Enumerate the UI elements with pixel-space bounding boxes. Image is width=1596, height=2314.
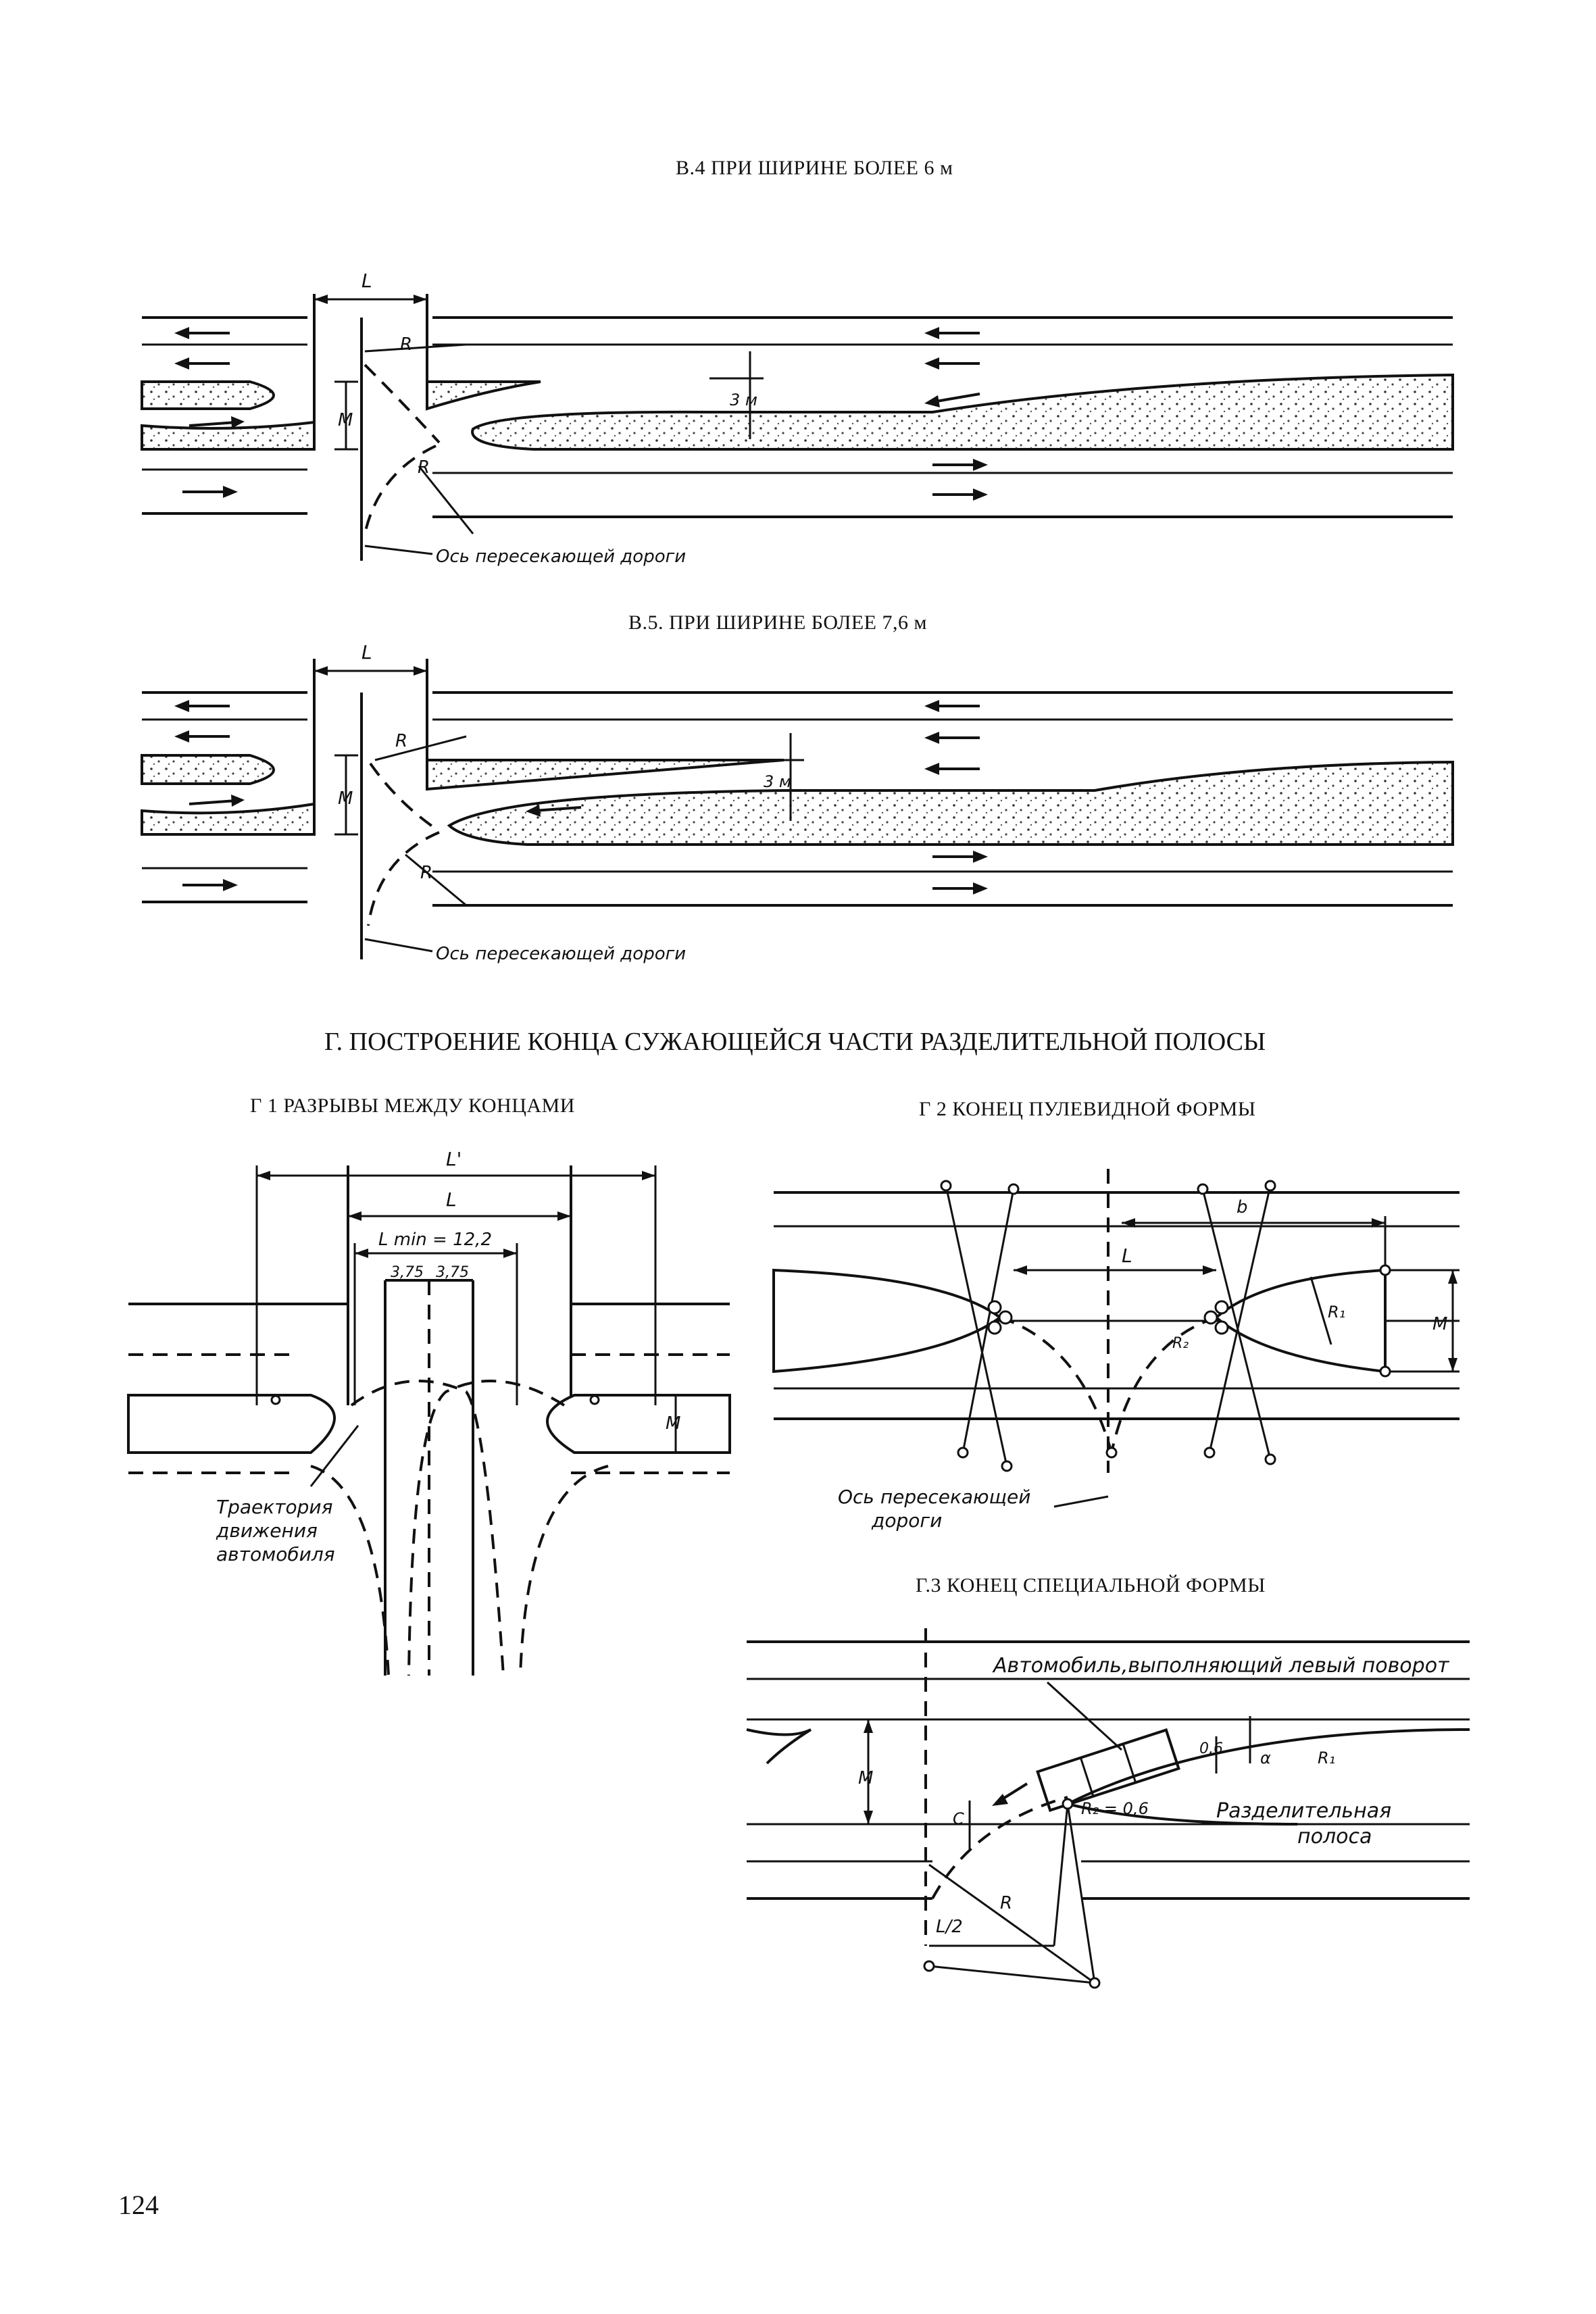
g2-dim-b: b: [1237, 1197, 1248, 1217]
g3-road-lines: [747, 1628, 1470, 1946]
b5-R-lower: R: [420, 863, 432, 883]
g3-car-label: Автомобиль,выполняющий левый поворот: [992, 1654, 1450, 1678]
g3-dim-06: 0,6: [1199, 1740, 1223, 1757]
g2-axis-label-1: Ось пересекающей: [838, 1486, 1030, 1508]
page-number: 124: [118, 2190, 159, 2220]
b4-right-upper-island: [426, 380, 541, 411]
g1-trajectory-label-2: движения: [216, 1519, 318, 1542]
section-heading: Г. ПОСТРОЕНИЕ КОНЦА СУЖАЮЩЕЙСЯ ЧАСТИ РАЗ…: [324, 1028, 1266, 1056]
b5-traffic-arrows: [174, 700, 988, 895]
b5-left-lower-island: [141, 802, 316, 836]
g3-median-label-1: Разделительная: [1216, 1799, 1391, 1823]
g2-R2: R₂: [1172, 1335, 1189, 1352]
g2-R1: R₁: [1328, 1303, 1345, 1322]
g1-dim-w2: 3,75: [436, 1264, 469, 1281]
b5-axis-label: Ось пересекающей дороги: [436, 944, 686, 964]
b4-dim-L: L: [361, 270, 372, 292]
g1-left-island: [127, 1394, 336, 1454]
g1-dim-L: L: [446, 1188, 457, 1211]
g3-vehicle: [1036, 1728, 1180, 1812]
g2-dim-M: M: [1432, 1314, 1447, 1334]
b4-three-m: 3 м: [730, 391, 757, 409]
b4-left-upper-island: [141, 380, 275, 410]
b5-dim-L: L: [361, 641, 372, 663]
g3-median-label-2: полоса: [1297, 1825, 1372, 1848]
g3-dim-C: C: [953, 1809, 964, 1828]
g3-median-edge: [1067, 1728, 1470, 1805]
g3-R2-label: R₂ = 0,6: [1081, 1799, 1149, 1818]
caption-g1: Г 1 РАЗРЫВЫ МЕЖДУ КОНЦАМИ: [250, 1095, 575, 1117]
caption-g2: Г 2 КОНЕЦ ПУЛЕВИДНОЙ ФОРМЫ: [919, 1098, 1256, 1120]
b4-median-island: [471, 373, 1454, 451]
g1-trajectory-label-1: Траектория: [216, 1496, 332, 1518]
g3-alpha: α: [1260, 1749, 1271, 1767]
g3-left-median-end: [746, 1728, 812, 1765]
b5-M: M: [338, 788, 353, 809]
g1-road-lines: [128, 1165, 730, 1676]
g1-dim-w1: 3,75: [391, 1264, 424, 1281]
g3-R1: R₁: [1318, 1749, 1335, 1767]
g1-dimensions: L' L L min = 12,2 3,75 3,75 M: [255, 1148, 680, 1487]
g1-trajectory-label-3: автомобиля: [216, 1543, 335, 1565]
g1-right-island: [546, 1394, 731, 1454]
caption-b5: В.5. ПРИ ШИРИНЕ БОЛЕЕ 7,6 м: [628, 611, 927, 634]
g2-construction: b L M R₁ R₂: [940, 1180, 1460, 1508]
caption-g3: Г.3 КОНЕЦ СПЕЦИАЛЬНОЙ ФОРМЫ: [916, 1574, 1266, 1596]
b5-left-upper-island: [141, 754, 275, 785]
b5-construction-lines: L R R M 3 м Ось пересекающей дороги: [314, 641, 804, 964]
g1-dim-Lprime: L': [446, 1148, 462, 1170]
b4-left-lower-island: [141, 420, 316, 451]
g1-dim-M: M: [666, 1413, 680, 1434]
b4-traffic-arrows: [174, 327, 988, 501]
b5-three-m: 3 м: [764, 772, 791, 791]
g3-dim-R: R: [1000, 1893, 1012, 1913]
g3-construction: M C R L/2 0,6 α R₁: [858, 1681, 1335, 1989]
b4-M: M: [338, 410, 353, 430]
g3-dim-Lhalf: L/2: [936, 1917, 963, 1937]
g2-axis-label-2: дороги: [871, 1509, 942, 1532]
b5-R-upper: R: [395, 731, 407, 751]
caption-b4: В.4 ПРИ ШИРИНЕ БОЛЕЕ 6 м: [676, 157, 953, 179]
b4-R-lower: R: [418, 457, 430, 478]
b4-R-upper: R: [400, 334, 412, 355]
b5-median-island: [447, 760, 1454, 846]
g2-dim-L: L: [1122, 1244, 1132, 1267]
b4-road-lines: [142, 294, 1453, 518]
g1-dim-Lmin: L min = 12,2: [378, 1230, 492, 1250]
b4-construction-lines: L R R M 3 м Ось пересекающей дороги: [314, 270, 764, 567]
g1-trajectories: [310, 1380, 609, 1676]
b4-axis-label: Ось пересекающей дороги: [436, 547, 686, 567]
g3-median-edge-lower: [1067, 1803, 1298, 1826]
g3-dim-M: M: [858, 1768, 873, 1788]
b5-right-upper-island: [426, 759, 784, 791]
